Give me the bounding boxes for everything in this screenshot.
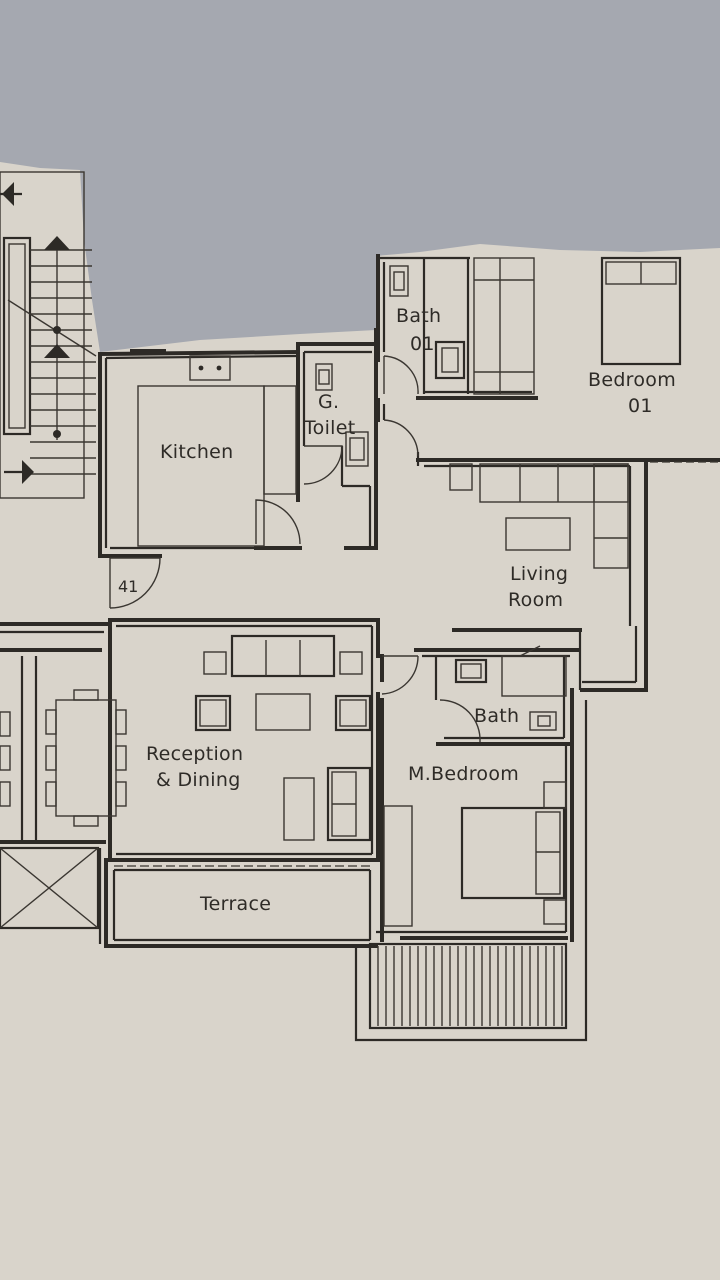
master-bedroom-furniture <box>383 781 567 927</box>
toilet-fixtures <box>315 363 369 467</box>
kitchen-fixtures <box>130 349 297 547</box>
label-bath: Bath <box>474 705 519 727</box>
label-reception-line2: & Dining <box>156 769 241 791</box>
doors <box>109 355 481 743</box>
master-bath-fixtures <box>454 658 557 731</box>
label-g-toilet-line2: Toilet <box>303 417 356 439</box>
label-bedroom-01-line1: Bedroom <box>588 369 676 391</box>
background-area <box>0 0 720 352</box>
label-entry-number: 41 <box>118 577 138 596</box>
room-labels: Bath 01 Bedroom 01 Kitchen G. Toilet Liv… <box>118 305 676 915</box>
label-living-room-line1: Living <box>510 563 568 585</box>
bedroom-01-furniture <box>473 256 682 395</box>
label-terrace: Terrace <box>199 893 271 915</box>
dining-table <box>0 689 127 827</box>
label-bedroom-01-line2: 01 <box>628 395 653 417</box>
label-reception-line1: Reception <box>146 743 243 765</box>
label-bath-01-line2: 01 <box>410 333 435 355</box>
label-living-room-line2: Room <box>508 589 563 611</box>
label-g-toilet-line1: G. <box>318 391 339 413</box>
balcony-railing <box>377 946 563 1026</box>
bath-01-fixtures <box>389 265 466 380</box>
label-kitchen: Kitchen <box>160 441 234 463</box>
reception-furniture <box>194 634 372 842</box>
staircase <box>0 171 97 499</box>
label-bath-01-line1: Bath <box>396 305 441 327</box>
living-room-furniture <box>449 463 629 697</box>
label-m-bedroom: M.Bedroom <box>408 763 519 785</box>
